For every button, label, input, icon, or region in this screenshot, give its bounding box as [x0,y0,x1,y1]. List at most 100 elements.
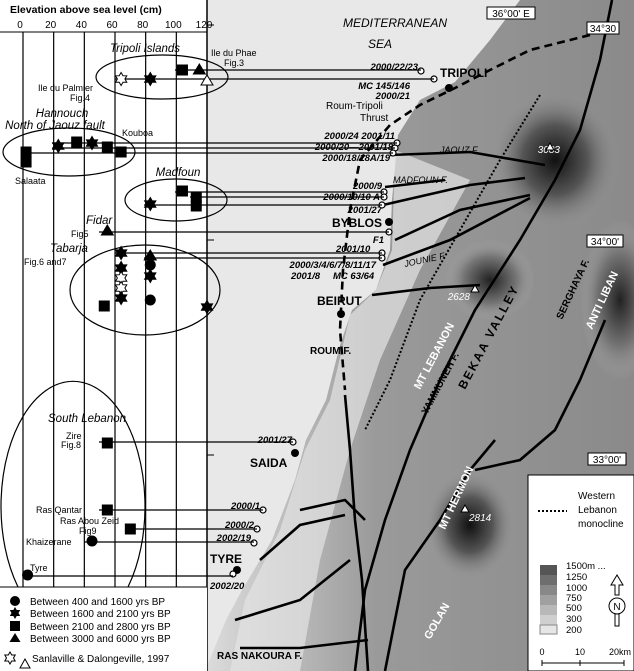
marker-star-tabarja [200,299,214,315]
high-relief-central [445,240,535,320]
fault-label: RAS NAKOURA F. [217,651,302,662]
key-label: monocline [578,519,624,530]
marker-triangle-tripoli [192,63,207,75]
fault-line [234,558,351,622]
sample-label: 2000/3/4/6/7/8/11/17 [289,260,377,271]
north-label: N [613,602,620,613]
legend-label: Between 2100 and 2800 yrs BP [30,622,171,633]
longitude-box [486,6,536,20]
star-icon [9,607,21,619]
scale-label: 10 [575,647,585,657]
site-label: Zire [66,431,82,441]
scale-label: 20km [609,647,631,657]
latitude-label: 34°00' [591,237,619,248]
sample-label: MC 145/146 [358,81,410,92]
latitude-label: 34°30 [590,24,617,35]
site-label: Fig.4 [70,93,90,103]
coastal-plain [230,150,470,671]
city-beirut: BEIRUT [317,294,362,308]
marker-star-madfoun [143,196,157,212]
connection-lines [23,69,434,577]
elevation-scale [539,565,558,635]
roum-tripoli-thrust-line [338,33,591,391]
monocline-line [364,94,541,431]
sample-label: 2000/18/18A/19 [321,153,390,164]
site-label: Fig5 [71,229,89,239]
madfoun-fault-line [384,178,446,189]
site-label: Tabarja [50,243,88,255]
yammuneh-fault-line [353,0,614,671]
legend-label: Between 3000 and 6000 yrs BP [30,634,171,645]
latitude-box [587,452,627,466]
nakoura-fault-line [240,638,369,650]
marker-triangle-fidar [100,224,115,236]
sample-label: F1 [373,235,384,246]
site-label: Fig.3 [224,58,244,68]
city-byblos: BYBLOS [332,216,382,230]
sample-label: 2002/20 [209,581,245,592]
marker-square-hannouch [115,146,127,158]
sea-label: MEDITERRANEAN [343,16,447,30]
site-label: Ile du Phae [211,48,257,58]
fault-label: JAOUZ F. [439,145,479,155]
roum-fault-south [343,394,370,671]
marker-square-hannouch [71,136,83,148]
group-ellipse-madfoun [124,178,228,222]
site-label: Tripoli Islands [110,43,180,55]
site-label: Hannouch [36,108,88,120]
marker-triangle-tripoli [200,74,214,86]
serghaya-fault-line [474,319,607,472]
site-label: Khaizerane [26,537,72,547]
tick-label: 0 [17,20,23,31]
site-label: Ile du Palmier [38,83,93,93]
latitude-label: 33°00' [593,455,621,466]
elevation-label: 1500m ... [566,561,606,572]
group-ellipse-tabarja [69,244,221,336]
hermon-fault-line [383,439,496,671]
city-tyre: TYRE [210,552,242,566]
axis-title: Elevation above sea level (cm) [10,4,162,16]
open-star-icon [3,650,17,666]
site-label: Salaata [15,176,46,186]
marker-star-tabarja [143,268,157,284]
sample-label: 2000/21 [375,91,410,102]
legend: Between 400 and 1600 yrs BP Between 1600… [0,586,207,671]
city-dot [337,310,345,318]
peak-icon [470,283,480,293]
city-dot [445,84,453,92]
site-label: Ras Abou Zeid [60,516,119,526]
marker-square-hannouch [101,141,113,153]
scale-label: 0 [539,647,544,657]
square-icon [10,621,20,631]
marker-star-hannouch [51,138,65,154]
fault-label: ROUM F. [310,346,351,357]
marker-circle-tabarja [144,294,156,306]
peak-icon [460,503,470,513]
city-dot [291,449,299,457]
longitude-label: 36°00' E [492,9,530,20]
site-label: Fig9 [79,526,97,536]
marker-star-tabarja [114,290,128,306]
site-label: South Lebanon [48,413,126,425]
marker-square-hannouch [20,146,32,158]
high-relief-antiliban [580,220,634,380]
marker-star-tripoli [114,71,128,87]
sample-label: 2001/10 [335,244,371,255]
latitude-box [586,234,624,248]
circle-icon [10,596,20,606]
site-label: Fig.8 [61,440,81,450]
jaouz-fault-line [389,150,546,167]
tick-label: 120 [196,20,213,31]
sample-label: 2000/9 [352,181,383,192]
sample-label: 2002/19 [216,533,252,544]
peak-icon [545,141,555,151]
sample-label: 2000/2 [224,520,255,531]
elevation-label: 300 [566,614,582,625]
site-label: Madfoun [156,167,201,179]
legend-label: Between 1600 and 2100 yrs BP [30,609,171,620]
sample-label: MC 63/64 [333,271,375,282]
sample-label: 2000/22/23 [369,62,418,73]
sample-label: 2001/27 [347,205,383,216]
